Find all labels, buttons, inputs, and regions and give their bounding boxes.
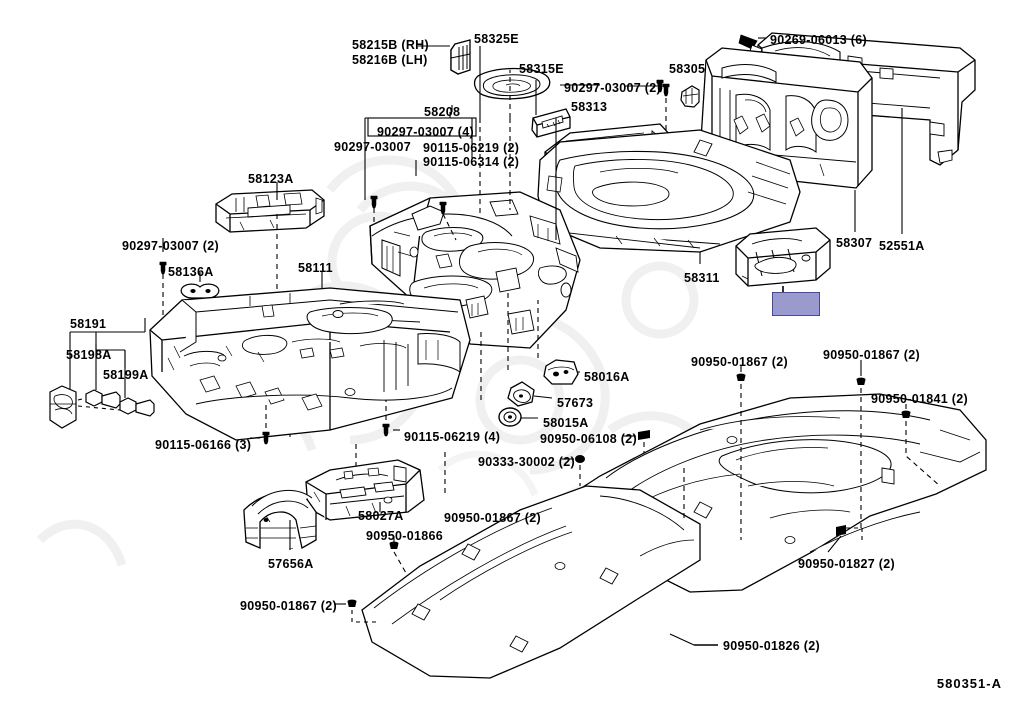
part-58315e-shape [531,108,571,138]
clip-90950-01841-2[interactable]: 90950-01841 (2) [871,392,968,406]
part-58016a-shape [543,359,579,385]
part-58311-shape [537,129,801,253]
bolt-90269-06013-6[interactable]: 90269-06013 (6) [770,33,867,47]
part-58305[interactable]: 58305 [669,62,706,76]
clip-90950-01867-d[interactable]: 90950-01867 (2) [240,599,337,613]
diagram-code: 580351-A [936,676,1002,691]
part-58136a-shape [180,283,220,299]
part-58111[interactable]: 58111 [298,261,333,275]
part-undercover-center [361,485,701,679]
highlighted-part-shape [735,227,831,287]
part-58016a[interactable]: 58016A [584,370,630,384]
part-58015a-shape [498,407,522,427]
clip-90950-01867-glyph-d [347,599,357,607]
bolt-90297-03007-4[interactable]: 90297-03007 (4) [377,125,474,139]
selected-part-highlight[interactable] [772,292,820,316]
part-58307[interactable]: 58307 [836,236,873,250]
part-58015a[interactable]: 58015A [543,416,589,430]
part-58123a[interactable]: 58123A [248,172,294,186]
part-58305-shape [680,85,700,108]
clip-90950-01827-2[interactable]: 90950-01827 (2) [798,557,895,571]
part-58191-shape [49,385,77,429]
clip-90950-01866[interactable]: 90950-01866 [366,529,443,543]
part-58311[interactable]: 58311 [684,271,720,285]
part-58325e-shape [473,67,551,100]
bolt-90115-06166-3[interactable]: 90115-06166 (3) [155,438,252,452]
bolt-90297-glyph-c [159,261,167,275]
bolt-90115-06219-4[interactable]: 90115-06219 (4) [404,430,501,444]
part-57673[interactable]: 57673 [557,396,594,410]
part-58191[interactable]: 58191 [70,317,107,331]
clip-90333-30002-2[interactable]: 90333-30002 (2) [478,455,575,469]
part-58215b-shape [450,39,471,75]
part-58315e[interactable]: 58315E [519,62,564,76]
part-58216b-lh[interactable]: 58216B (LH) [352,53,428,67]
clip-90950-01841-glyph [901,410,911,418]
clip-90950-06108-2[interactable]: 90950-06108 (2) [540,432,637,446]
leader-misc [444,452,685,520]
part-57656a-shape [243,489,317,550]
part-58198a[interactable]: 58198A [66,348,112,362]
clip-90950-01867-a[interactable]: 90950-01867 (2) [691,355,788,369]
part-58199a[interactable]: 58199A [103,368,149,382]
clip-90950-01867-glyph-b [856,377,866,385]
part-58208[interactable]: 58208 [424,105,461,119]
clip-90950-06108-glyph [638,430,650,440]
bolt-90297-03007-2b[interactable]: 90297-03007 (2) [122,239,219,253]
bolt-90297-03007-2a[interactable]: 90297-03007 (2) [564,81,661,95]
clip-90950-01826-2[interactable]: 90950-01826 (2) [723,639,820,653]
clip-90950-01827-glyph [836,525,846,536]
clip-90950-01867-b[interactable]: 90950-01867 (2) [823,348,920,362]
leader-58123a-dashed [276,214,291,440]
part-58136a[interactable]: 58136A [168,265,214,279]
bolt-90297-icon-a [662,83,670,97]
part-58215b-rh[interactable]: 58215B (RH) [352,38,429,52]
bolt-90297-glyph-b [370,195,378,209]
part-58123a-shape [215,189,325,233]
clip-90950-01867-glyph-a [736,373,746,381]
bolt-90297-03007-b[interactable]: 90297-03007 [334,140,411,154]
bolt-90115-06219-2[interactable]: 90115-06219 (2) [423,141,520,155]
part-58198a-shape [85,389,121,409]
bolt-90115-06166-glyph [262,431,270,445]
leader-group-58191 [69,318,146,400]
part-58199a-shape [119,397,155,417]
part-57656a[interactable]: 57656A [268,557,314,571]
bolt-90115-06314-2[interactable]: 90115-06314 (2) [423,155,520,169]
part-58313[interactable]: 58313 [571,100,608,114]
part-57673-shape [507,381,535,407]
part-58027a[interactable]: 58027A [358,509,404,523]
part-58208-shape [369,191,581,349]
part-58111-shape [149,287,471,441]
clip-90950-01867-c[interactable]: 90950-01867 (2) [444,511,541,525]
part-58325e[interactable]: 58325E [474,32,519,46]
leader-group-58208 [364,46,557,240]
part-52551a[interactable]: 52551A [879,239,925,253]
clip-90333-30002-glyph [575,455,585,463]
